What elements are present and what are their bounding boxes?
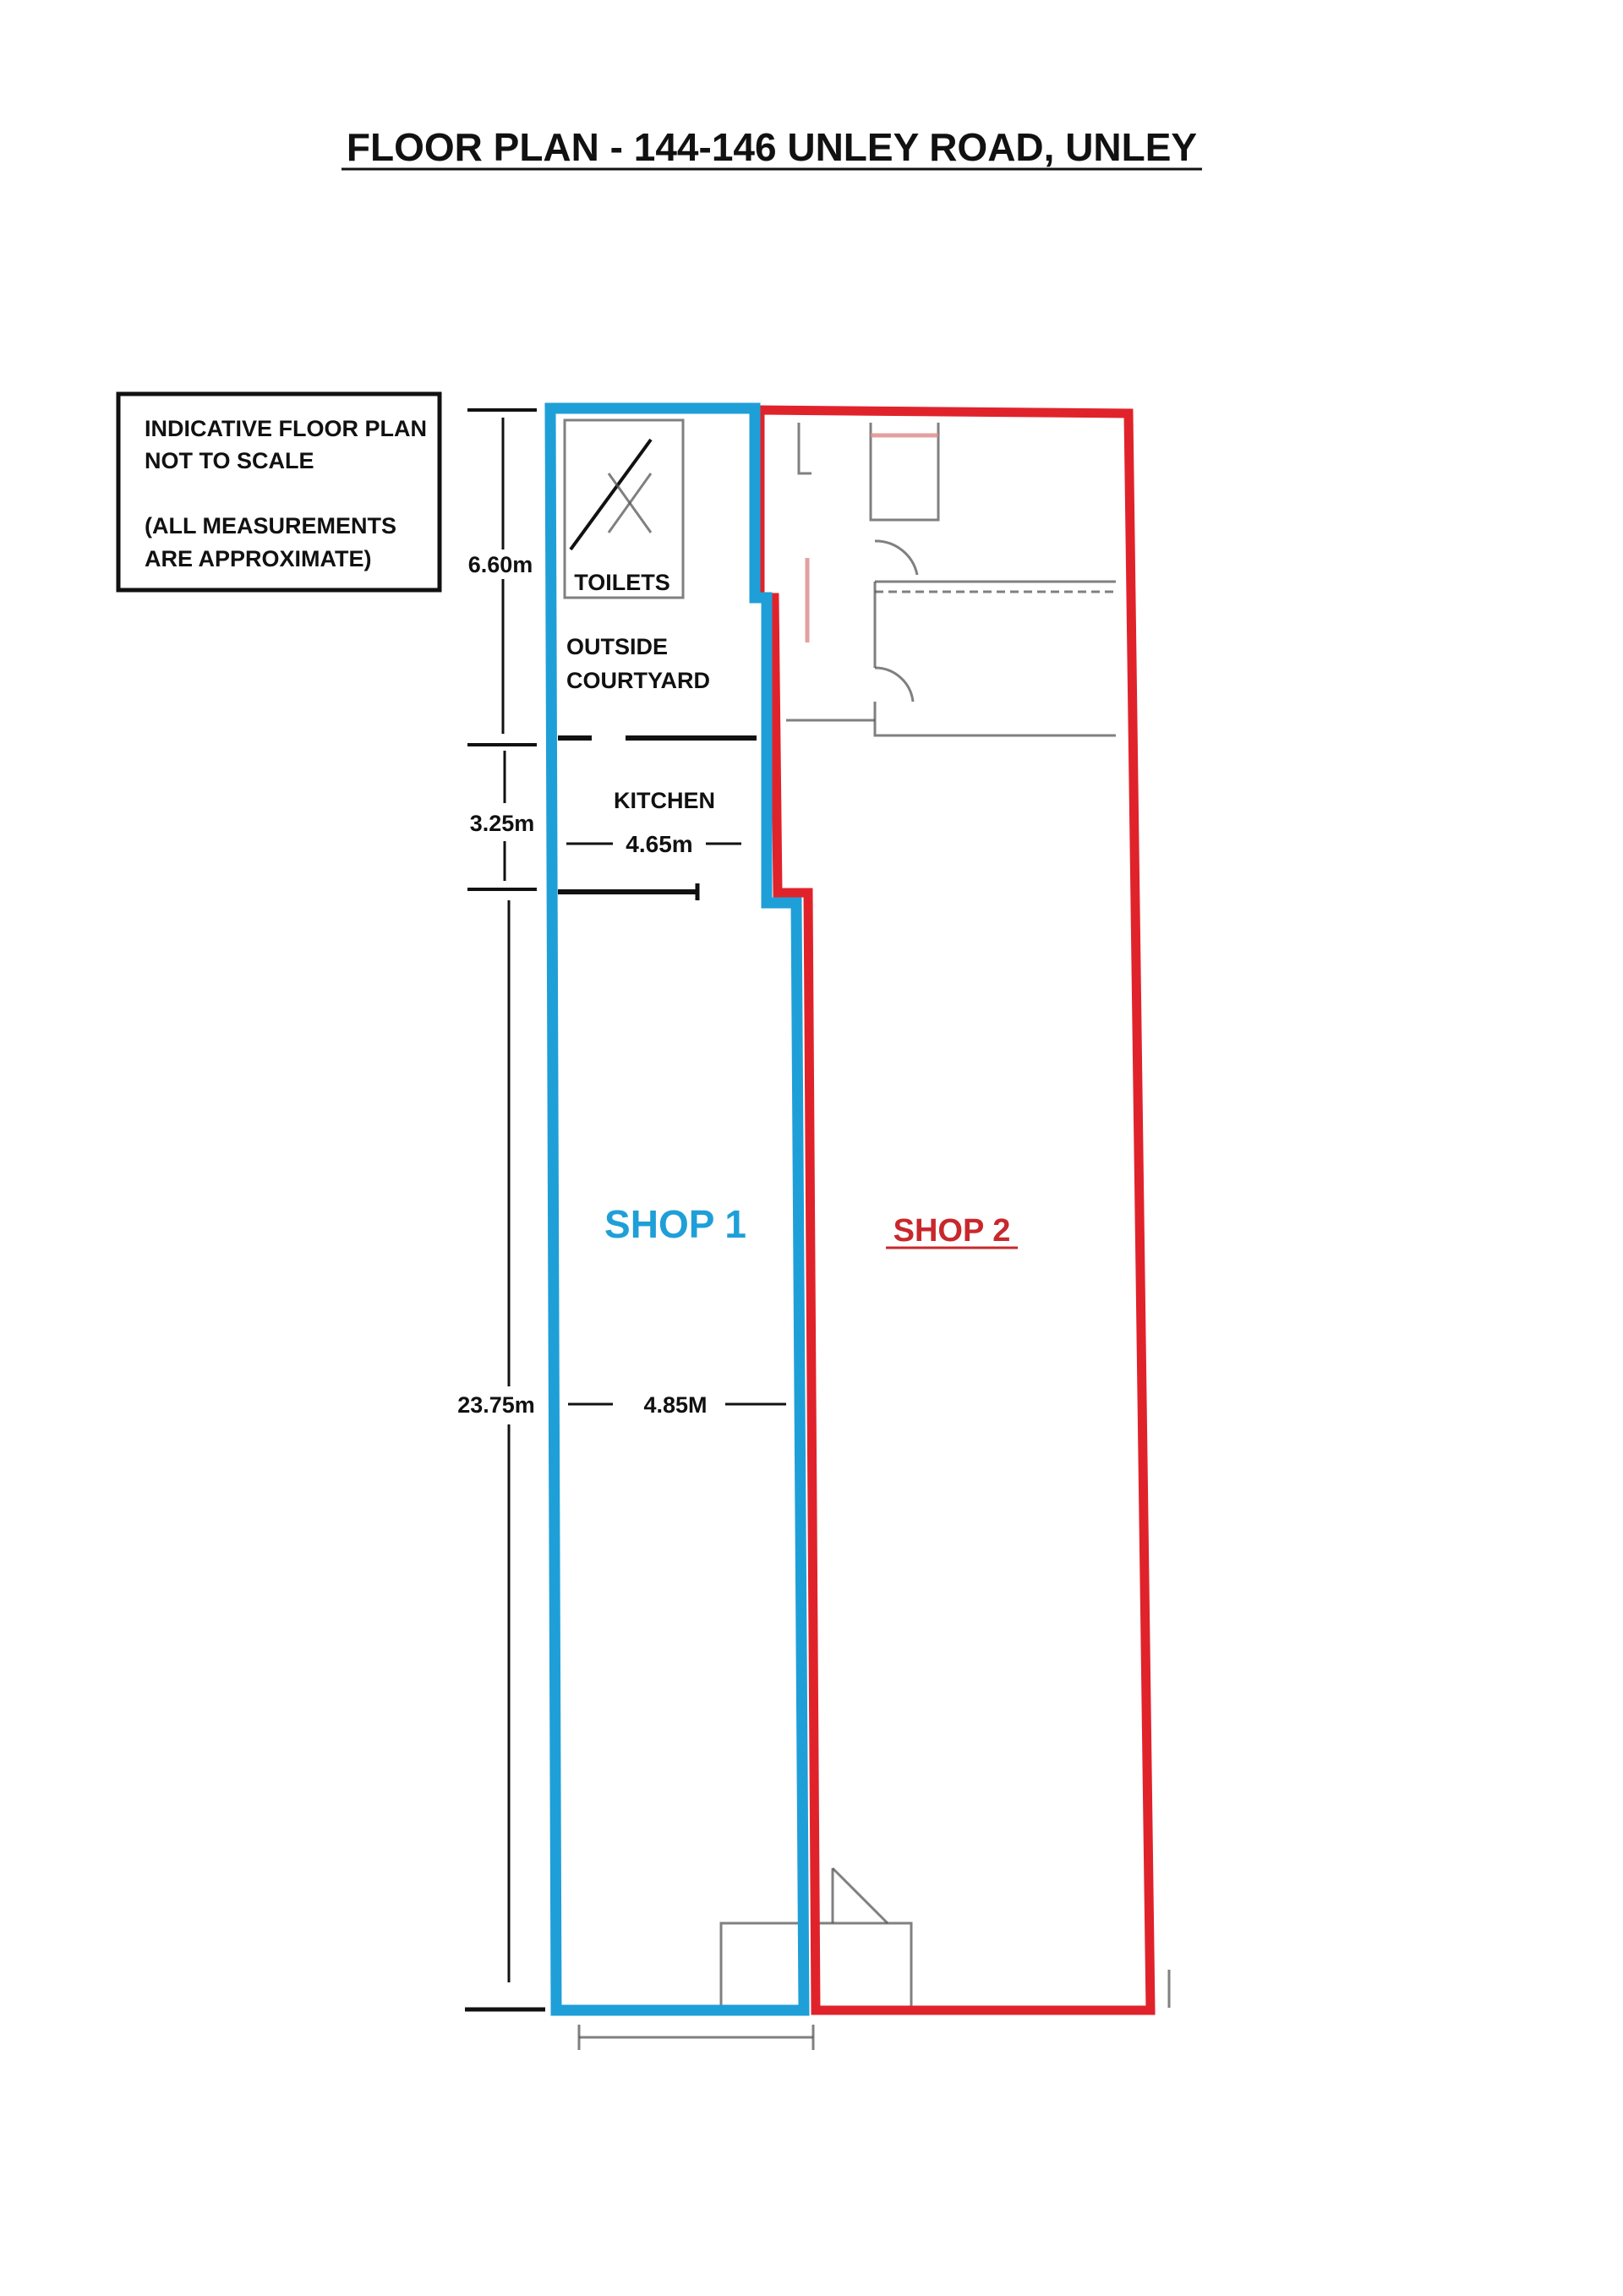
courtyard-label: OUTSIDE	[566, 634, 668, 659]
background-sketch	[558, 418, 1171, 2050]
kitchen-depth-label: 3.25m	[470, 811, 535, 836]
shop-depth-label: 23.75m	[457, 1392, 535, 1418]
kitchen-width-label: 4.65m	[626, 831, 692, 857]
shop2-label: SHOP 2	[893, 1213, 1011, 1249]
shop-width-label: 4.85M	[643, 1392, 707, 1418]
dimension-lines	[465, 408, 786, 2012]
shop2-outline	[755, 405, 1156, 2015]
shop1-outline	[544, 402, 810, 2016]
note-box	[116, 391, 442, 593]
note-line: INDICATIVE FLOOR PLAN	[145, 416, 427, 441]
note-line: (ALL MEASUREMENTS	[145, 513, 396, 538]
note-line: ARE APPROXIMATE)	[145, 546, 372, 571]
shop1-label: SHOP 1	[604, 1202, 746, 1246]
kitchen-label: KITCHEN	[614, 788, 715, 813]
plan-title: FLOOR PLAN - 144-146 UNLEY ROAD, UNLEY	[347, 125, 1197, 169]
note-line: NOT TO SCALE	[145, 448, 314, 473]
courtyard-depth-label: 6.60m	[468, 552, 533, 577]
courtyard-label: COURTYARD	[566, 668, 710, 693]
toilets-label: TOILETS	[574, 570, 670, 595]
